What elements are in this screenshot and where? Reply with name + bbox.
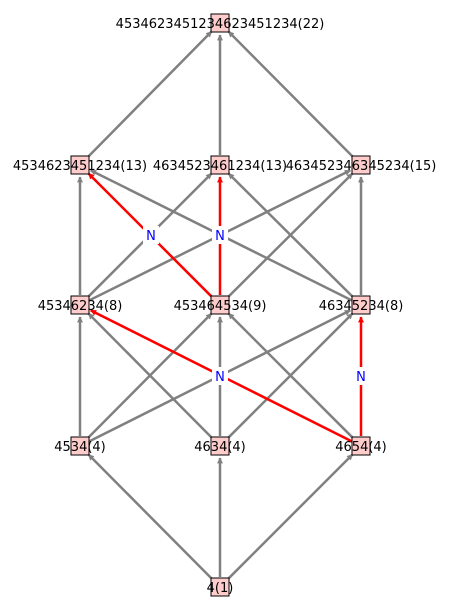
edge-label-background (212, 367, 228, 385)
edge-label: N (146, 229, 156, 244)
node-marker (70, 436, 90, 456)
edge-label-background (143, 226, 159, 244)
node-n4b: 4634(4) (194, 436, 246, 456)
edge-n1-n4c (226, 453, 354, 581)
node-n4c: 4654(4) (335, 436, 387, 456)
node-label: 4634(4) (194, 440, 246, 455)
edge-label: N (215, 370, 225, 385)
node-marker (70, 155, 90, 175)
node-n4a: 4534(4) (54, 436, 106, 456)
node-n22: 4534623451234623451234(22) (116, 13, 325, 33)
edge-n1-n4a (87, 453, 214, 581)
node-n8b: 46345234(8) (319, 295, 404, 315)
edge-label: N (215, 229, 225, 244)
node-marker (210, 155, 230, 175)
node-label: 4(1) (207, 581, 234, 596)
node-n1: 4(1) (207, 577, 234, 597)
edge-label: N (356, 370, 366, 385)
node-label: 46345234(8) (319, 299, 404, 314)
node-marker (351, 155, 371, 175)
node-marker (210, 295, 230, 315)
node-marker (351, 295, 371, 315)
node-label: 4634523461234(13) (153, 159, 287, 174)
node-label: 453464534(9) (174, 299, 267, 314)
node-marker (210, 13, 230, 33)
nodes: 4534623451234623451234(22) 4534623451234(… (13, 13, 437, 597)
node-marker (351, 436, 371, 456)
node-label: 45346234(8) (38, 299, 123, 314)
edge-labels: N N N N (143, 226, 369, 385)
node-n13a: 4534623451234(13) (13, 155, 147, 175)
node-marker (210, 577, 230, 597)
edge-n15-n22 (227, 30, 355, 159)
edge-n8b-n13b (227, 172, 355, 299)
edge-n13a-n22 (86, 30, 213, 159)
edge-n4c-n9 (227, 312, 355, 440)
node-n13b: 4634523461234(13) (153, 155, 287, 175)
node-label: 463452346345234(15) (286, 159, 437, 174)
node-label: 4534(4) (54, 440, 106, 455)
edge-n4b-n8a (87, 312, 214, 440)
edge-label-background (353, 367, 369, 385)
node-label: 4534623451234(13) (13, 159, 147, 174)
edge-label-background (212, 226, 228, 244)
node-label: 4534623451234623451234(22) (116, 17, 325, 32)
node-n8a: 45346234(8) (38, 295, 123, 315)
node-marker (210, 436, 230, 456)
node-n15: 463452346345234(15) (286, 155, 437, 175)
node-label: 4654(4) (335, 440, 387, 455)
node-marker (70, 295, 90, 315)
node-n9: 453464534(9) (174, 295, 267, 315)
